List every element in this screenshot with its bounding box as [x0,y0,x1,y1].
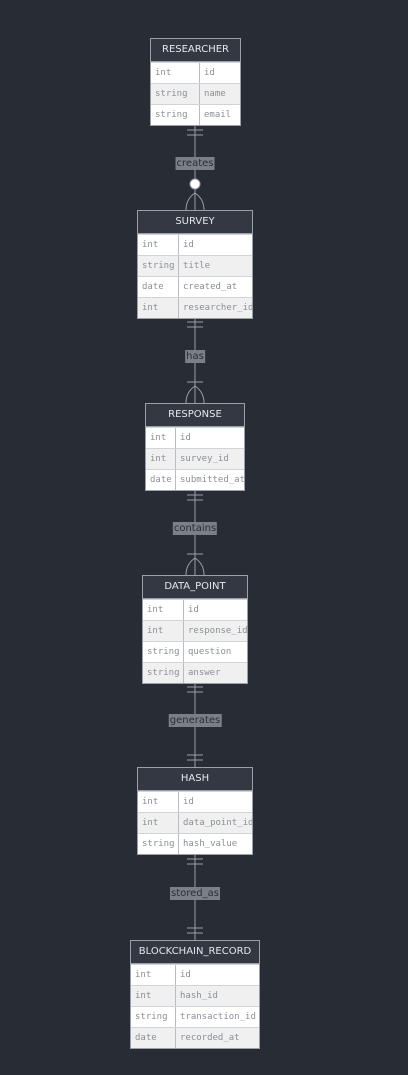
attribute-name: id [180,970,191,980]
attribute-row: int data_point_id [138,812,252,833]
attribute-row: date created_at [138,276,252,297]
relationship-label: stored_as [170,887,220,900]
attribute-name: name [204,89,226,99]
attribute-type: int [146,449,176,469]
attribute-row: string title [138,255,252,276]
attribute-name: id [204,68,215,78]
entity-title: RESPONSE [146,404,244,427]
attribute-row: int response_id [143,620,247,641]
relationship-label: generates [168,714,222,727]
attribute-row: string transaction_id [131,1006,259,1027]
attribute-type: date [146,470,176,490]
attribute-name: answer [188,668,221,678]
attribute-name: submitted_at [180,475,244,485]
attribute-type: int [131,965,176,985]
attribute-row: string question [143,641,247,662]
attribute-type: int [151,63,200,83]
attribute-name: data_point_id [183,818,252,828]
attribute-name: id [180,433,191,443]
attribute-name: response_id [188,626,247,636]
attribute-type: string [138,834,179,854]
attribute-row: string name [151,83,240,104]
entity-title: BLOCKCHAIN_RECORD [131,941,259,964]
attribute-type: string [151,105,200,125]
attribute-type: int [138,298,179,318]
crows-foot [185,192,205,211]
attribute-type: int [138,813,179,833]
attribute-name: question [188,647,232,657]
attribute-name: transaction_id [180,1012,256,1022]
attribute-name: survey_id [180,454,229,464]
attribute-type: date [131,1028,176,1048]
attribute-type: int [131,986,176,1006]
attribute-row: string hash_value [138,833,252,854]
attribute-type: string [151,84,200,104]
attribute-name: hash_value [183,839,238,849]
entity-title: RESEARCHER [151,39,240,62]
attribute-row: date recorded_at [131,1027,259,1048]
relationship-label: has [185,350,205,363]
attribute-row: string answer [143,662,247,683]
attribute-name: recorded_at [180,1033,240,1043]
attribute-type: string [138,256,179,276]
attribute-type: int [138,792,179,812]
attribute-row: int researcher_id [138,297,252,318]
entity-title: SURVEY [138,211,252,234]
attribute-type: string [143,642,184,662]
attribute-row: date submitted_at [146,469,244,490]
attribute-name: hash_id [180,991,218,1001]
attribute-type: string [143,663,184,683]
attribute-row: int hash_id [131,985,259,1006]
attribute-name: title [183,261,211,271]
attribute-type: date [138,277,179,297]
crows-foot [185,385,205,404]
attribute-type: int [146,428,176,448]
attribute-type: string [131,1007,176,1027]
attribute-type: int [143,621,184,641]
crows-foot [185,557,205,576]
zero-circle [189,178,201,190]
attribute-row: string email [151,104,240,125]
entity-title: DATA_POINT [143,576,247,599]
attribute-name: id [183,240,194,250]
attribute-type: int [143,600,184,620]
attribute-name: researcher_id [183,303,252,313]
attribute-type: int [138,235,179,255]
attribute-name: created_at [183,282,238,292]
relationship-label: contains [172,522,218,535]
attribute-name: id [183,797,194,807]
attribute-name: id [188,605,199,615]
attribute-row: int survey_id [146,448,244,469]
entity-title: HASH [138,768,252,791]
attribute-name: email [204,110,232,120]
relationship-label: creates [175,157,215,170]
